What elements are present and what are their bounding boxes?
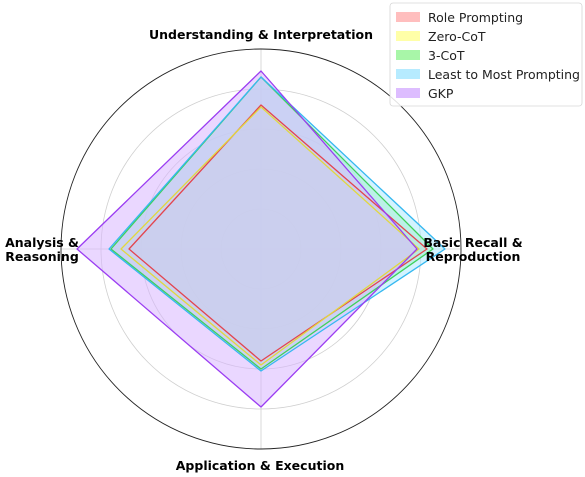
series-outline-1 <box>120 106 420 366</box>
legend-swatch-4 <box>396 88 420 98</box>
axis-label-line: Analysis & <box>5 235 79 250</box>
legend-swatch-1 <box>396 31 420 41</box>
legend-label-0: Role Prompting <box>428 10 523 25</box>
axis-label-line: Basic Recall & <box>423 235 522 250</box>
legend-label-1: Zero-CoT <box>428 29 486 44</box>
axis-label-1: Understanding & Interpretation <box>149 27 373 42</box>
axis-label-line: Application & Execution <box>176 458 344 473</box>
outer-ring-circle <box>60 48 462 450</box>
axis-label-line: Understanding & Interpretation <box>149 27 373 42</box>
legend-swatch-3 <box>396 69 420 79</box>
series-outline-4 <box>76 70 418 408</box>
legend-swatch-0 <box>396 12 420 22</box>
series-area-4 <box>77 71 417 407</box>
legend-swatch-2 <box>396 50 420 60</box>
axis-label-line: Reasoning <box>5 249 79 264</box>
axis-label-3: Application & Execution <box>176 458 344 473</box>
legend-label-2: 3-CoT <box>428 48 465 63</box>
series-outline-2 <box>110 76 434 370</box>
legend-label-3: Least to Most Prompting <box>428 67 580 82</box>
outer-ring <box>60 48 462 450</box>
series-layer <box>76 70 446 408</box>
series-outline-3 <box>108 76 446 372</box>
legend-label-4: GKP <box>428 86 454 101</box>
axis-label-line: Reproduction <box>426 249 521 264</box>
axis-label-0: Basic Recall &Reproduction <box>423 235 522 264</box>
axis-labels: Basic Recall &Reproduction Understanding … <box>5 27 523 473</box>
axis-label-2: Analysis &Reasoning <box>5 235 79 264</box>
legend-box <box>389 2 583 107</box>
